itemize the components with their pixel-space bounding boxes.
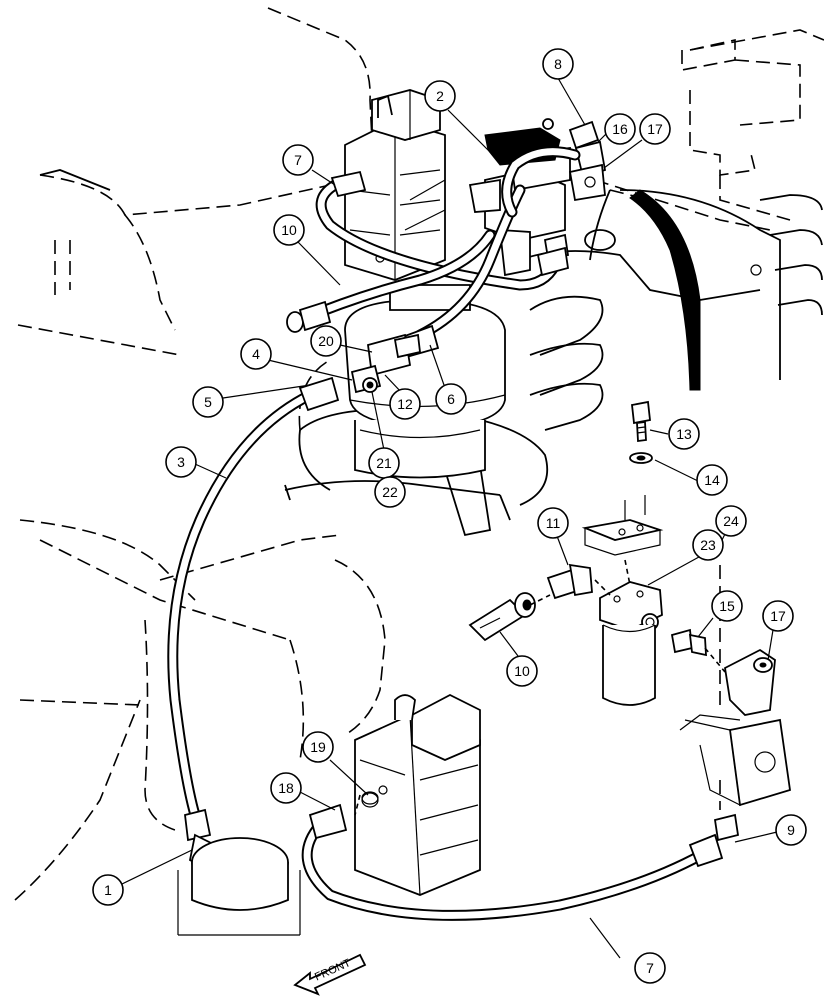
callout-8-number: 8 — [554, 56, 562, 72]
tee-fitting-17 — [724, 648, 776, 716]
hose-end-10-loose — [468, 592, 536, 642]
callout-2-number: 2 — [436, 88, 444, 104]
lower-valve-block — [354, 693, 481, 896]
upper-valve-block — [344, 89, 446, 281]
callout-17-bottom-number: 17 — [770, 608, 786, 624]
callout-24-number: 24 — [723, 513, 739, 529]
hose-pilot-loop — [501, 146, 581, 218]
machine-body-solid — [39, 169, 823, 537]
callout-5: 5 — [192, 386, 224, 418]
callout-14-number: 14 — [704, 472, 720, 488]
callout-6-number: 6 — [447, 391, 455, 407]
callout-7-top: 7 — [282, 144, 314, 176]
callout-12-number: 12 — [397, 396, 413, 412]
elbow-fitting-1 — [177, 833, 301, 936]
bolt-13 — [631, 400, 651, 443]
fitting-cluster-top — [568, 120, 607, 202]
callout-14: 14 — [696, 464, 728, 496]
callout-1-number: 1 — [104, 882, 112, 898]
fitting-15 — [670, 628, 707, 657]
callout-9-number: 9 — [787, 822, 795, 838]
callout-7-top-number: 7 — [294, 152, 302, 168]
callout-8: 8 — [542, 48, 574, 80]
callout-11: 11 — [537, 507, 569, 539]
callout-7-bottom-number: 7 — [646, 960, 654, 976]
callout-19-number: 19 — [310, 739, 326, 755]
callout-17-bottom: 17 — [762, 600, 794, 632]
callout-4-number: 4 — [252, 346, 260, 362]
callout-10-bottom-number: 10 — [514, 663, 530, 679]
filter-element — [599, 581, 663, 706]
callout-2: 2 — [424, 80, 456, 112]
tee-fitting-center — [350, 333, 421, 394]
callout-18: 18 — [270, 772, 302, 804]
callout-20-number: 20 — [318, 333, 334, 349]
callout-6: 6 — [435, 383, 467, 415]
callout-5-number: 5 — [204, 394, 212, 410]
washer-14 — [629, 452, 653, 464]
callout-13-number: 13 — [676, 426, 692, 442]
callout-10-top-number: 10 — [281, 222, 297, 238]
callout-16-number: 16 — [612, 121, 628, 137]
callout-24: 24 — [715, 505, 747, 537]
callout-18-number: 18 — [278, 780, 294, 796]
callout-15: 15 — [711, 590, 743, 622]
hose-10-upper — [286, 229, 496, 333]
callout-9: 9 — [775, 814, 807, 846]
mount-bracket-right — [679, 714, 792, 842]
callout-22: 22 — [374, 476, 406, 508]
callout-1: 1 — [92, 874, 124, 906]
callout-21-number: 21 — [376, 455, 392, 471]
callout-13: 13 — [668, 418, 700, 450]
callout-23-number: 23 — [700, 537, 716, 553]
callout-20: 20 — [310, 325, 342, 357]
callout-19: 19 — [302, 731, 334, 763]
mounting-plate — [581, 495, 664, 556]
callout-16: 16 — [604, 113, 636, 145]
callout-17-top-number: 17 — [647, 121, 663, 137]
front-direction-indicator: FRONT — [293, 953, 367, 996]
callout-12: 12 — [389, 388, 421, 420]
hose-7-upper — [315, 170, 570, 291]
callout-3: 3 — [165, 446, 197, 478]
callout-23: 23 — [692, 529, 724, 561]
callout-15-number: 15 — [719, 598, 735, 614]
fitting-18-19 — [361, 792, 379, 808]
callout-7-bottom: 7 — [634, 952, 666, 984]
hose-7-lower — [301, 803, 724, 921]
elbow-fitting-11 — [546, 563, 593, 600]
callout-11-number: 11 — [546, 515, 561, 531]
callout-17-top: 17 — [639, 113, 671, 145]
flow-arrow — [629, 189, 701, 391]
callout-leaders — [121, 77, 778, 959]
callout-10-bottom: 10 — [506, 655, 538, 687]
callout-22-number: 22 — [382, 484, 398, 500]
exploded-view-leaders — [354, 559, 726, 816]
callout-21: 21 — [368, 447, 400, 479]
callout-4: 4 — [240, 338, 272, 370]
callout-3-number: 3 — [177, 454, 185, 470]
callout-10-top: 10 — [273, 214, 305, 246]
hose-3 — [167, 376, 340, 842]
